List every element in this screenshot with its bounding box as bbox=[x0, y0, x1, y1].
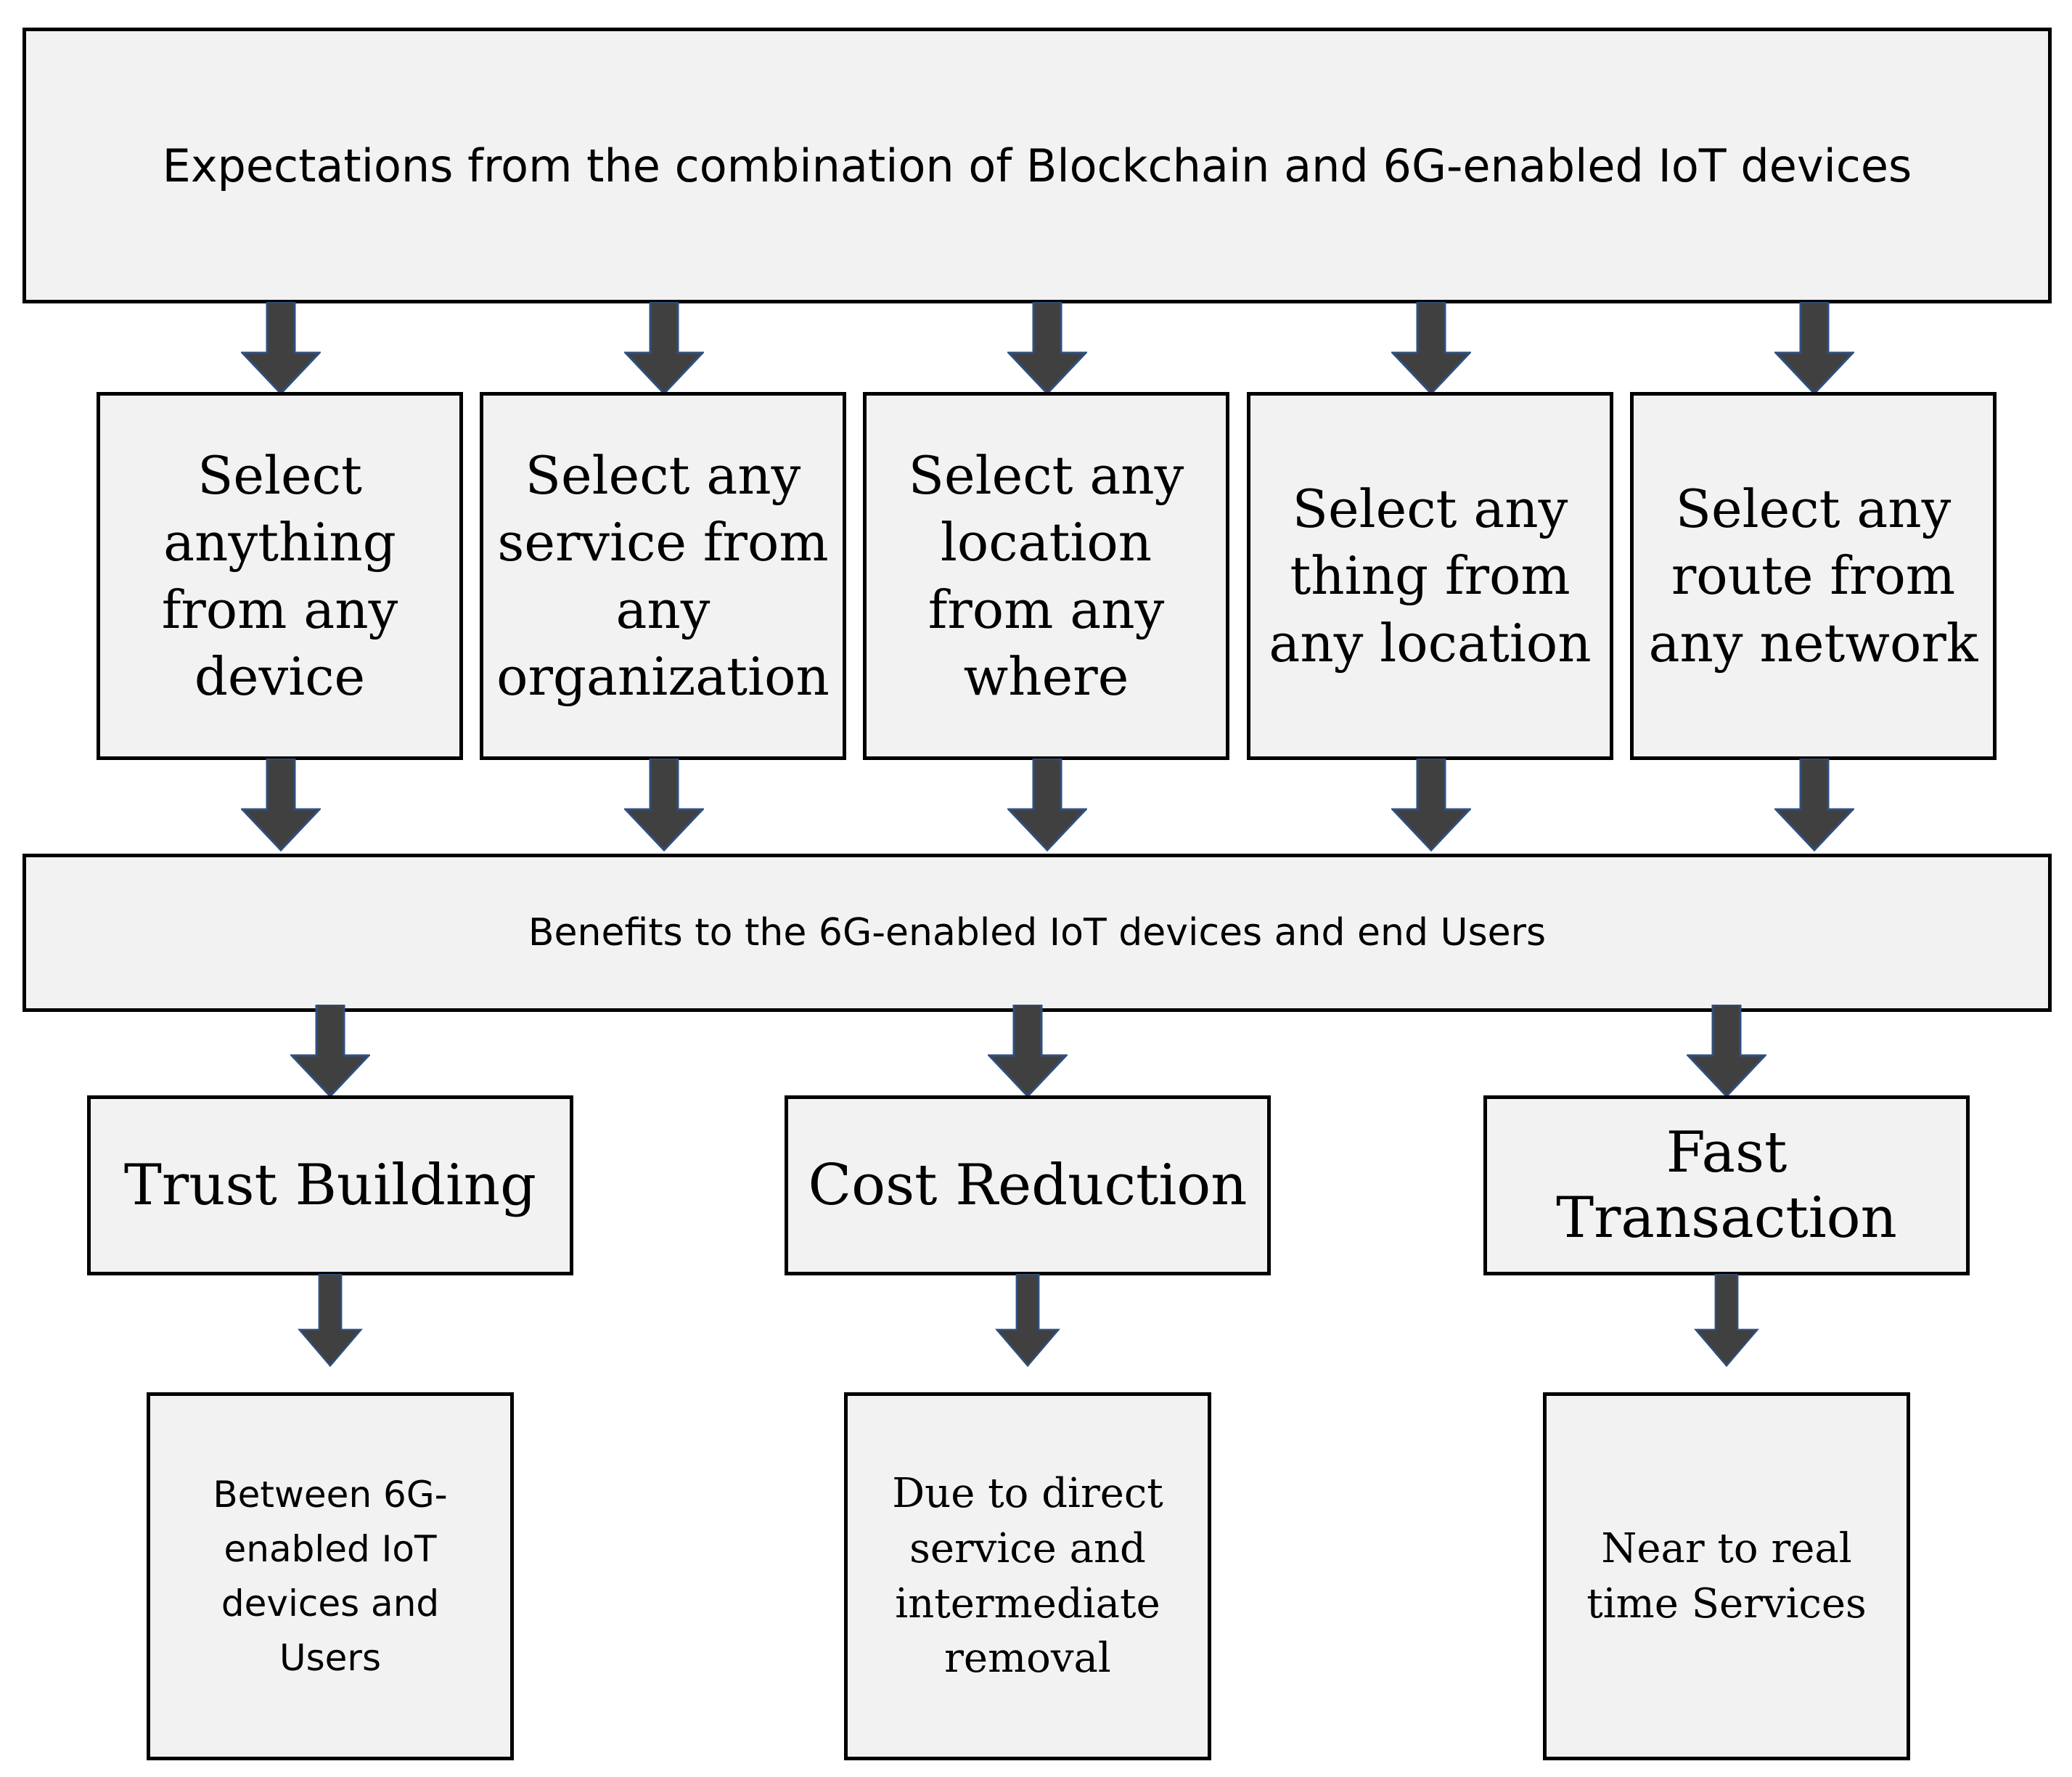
outcome-box-fast-transaction: Fast Transaction bbox=[1483, 1095, 1970, 1275]
expectation-box-thing: Select any thing from any location bbox=[1247, 392, 1613, 760]
detail-text: Near to real time Services bbox=[1586, 1524, 1867, 1627]
down-arrow-icon bbox=[290, 1274, 370, 1367]
down-arrow-icon bbox=[1007, 759, 1087, 851]
detail-box-trust-building: Between 6G-enabled IoT devices and Users bbox=[147, 1392, 514, 1760]
down-arrow-icon bbox=[1687, 1274, 1766, 1367]
expectation-box-route: Select any route from any network bbox=[1630, 392, 1997, 760]
expectation-text: Select any location from any where bbox=[908, 445, 1184, 707]
detail-box-cost-reduction: Due to direct service and intermediate r… bbox=[844, 1392, 1211, 1760]
expectation-text: Select any service from any organization bbox=[496, 445, 830, 707]
down-arrow-icon bbox=[241, 759, 321, 851]
detail-text: Between 6G-enabled IoT devices and Users bbox=[213, 1473, 448, 1679]
down-arrow-icon bbox=[1687, 1005, 1766, 1098]
down-arrow-icon bbox=[1774, 302, 1854, 395]
expectation-box-location: Select any location from any where bbox=[863, 392, 1229, 760]
down-arrow-icon bbox=[241, 302, 321, 395]
down-arrow-icon bbox=[988, 1274, 1068, 1367]
down-arrow-icon bbox=[1774, 759, 1854, 851]
outcome-text: Cost Reduction bbox=[808, 1153, 1248, 1218]
detail-text: Due to direct service and intermediate r… bbox=[892, 1470, 1163, 1683]
down-arrow-icon bbox=[624, 759, 704, 851]
expectation-box-device: Select anything from any device bbox=[97, 392, 463, 760]
down-arrow-icon bbox=[988, 1005, 1068, 1098]
down-arrow-icon bbox=[1391, 759, 1471, 851]
down-arrow-icon bbox=[1391, 302, 1471, 395]
expectations-header-box: Expectations from the combination of Blo… bbox=[22, 28, 2052, 303]
down-arrow-icon bbox=[1007, 302, 1087, 395]
expectation-text: Select any route from any network bbox=[1648, 478, 1978, 674]
benefits-text: Benefits to the 6G-enabled IoT devices a… bbox=[528, 911, 1547, 955]
detail-box-fast-transaction: Near to real time Services bbox=[1543, 1392, 1910, 1760]
outcome-text: Trust Building bbox=[123, 1153, 537, 1218]
down-arrow-icon bbox=[290, 1005, 370, 1098]
expectation-text: Select anything from any device bbox=[161, 445, 398, 707]
outcome-box-trust-building: Trust Building bbox=[87, 1095, 573, 1275]
expectations-header-text: Expectations from the combination of Blo… bbox=[162, 139, 1912, 192]
outcome-box-cost-reduction: Cost Reduction bbox=[785, 1095, 1271, 1275]
down-arrow-icon bbox=[624, 302, 704, 395]
expectation-box-service: Select any service from any organization bbox=[480, 392, 846, 760]
outcome-text: Fast Transaction bbox=[1556, 1120, 1897, 1251]
benefits-box: Benefits to the 6G-enabled IoT devices a… bbox=[22, 854, 2052, 1012]
expectation-text: Select any thing from any location bbox=[1269, 478, 1592, 674]
